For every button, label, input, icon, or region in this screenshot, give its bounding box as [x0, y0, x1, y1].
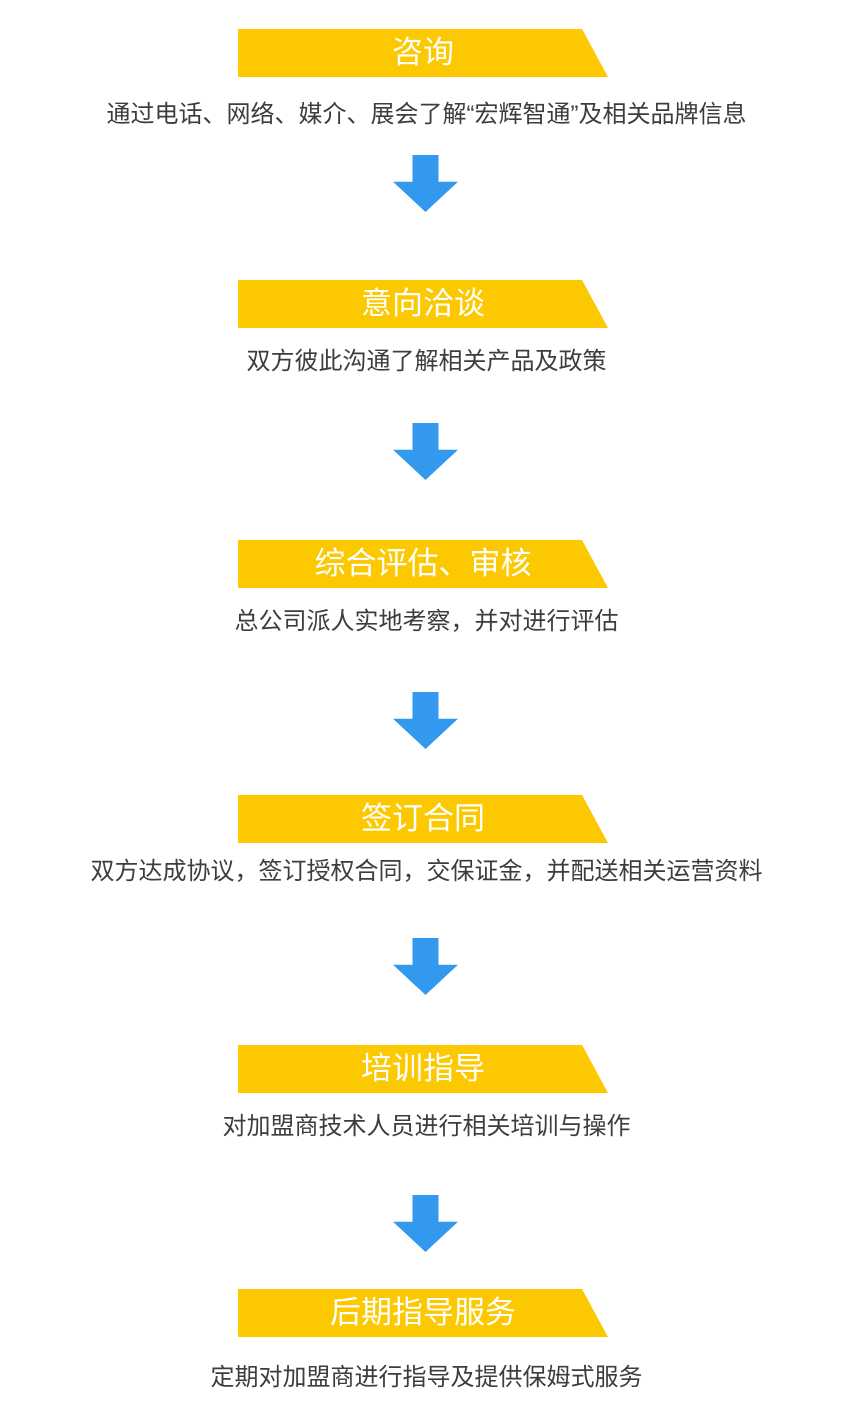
step-description: 总公司派人实地考察，并对进行评估	[234, 608, 619, 635]
down-arrow-icon	[393, 423, 458, 480]
step-title: 后期指导服务	[330, 1295, 516, 1330]
down-arrow-icon	[393, 692, 458, 749]
down-arrow-icon	[393, 155, 458, 212]
step-title: 培训指导	[361, 1051, 485, 1086]
step-title: 综合评估、审核	[314, 546, 532, 581]
step-title: 签订合同	[361, 801, 485, 836]
step-description: 通过电话、网络、媒介、展会了解“宏辉智通”及相关品牌信息	[106, 101, 747, 128]
step-banner: 签订合同	[238, 795, 608, 843]
step-description: 对加盟商技术人员进行相关培训与操作	[222, 1113, 631, 1140]
down-arrow-icon	[393, 1195, 458, 1252]
step-banner: 培训指导	[238, 1045, 608, 1093]
step-banner: 综合评估、审核	[238, 540, 608, 588]
step-title: 咨询	[392, 35, 454, 70]
step-banner: 咨询	[238, 29, 608, 77]
step-title: 意向洽谈	[361, 286, 485, 321]
step-banner: 意向洽谈	[238, 280, 608, 328]
step-description: 双方达成协议，签订授权合同，交保证金，并配送相关运营资料	[90, 858, 763, 885]
down-arrow-icon	[393, 938, 458, 995]
step-description: 定期对加盟商进行指导及提供保姆式服务	[210, 1364, 643, 1391]
step-banner: 后期指导服务	[238, 1289, 608, 1337]
step-description: 双方彼此沟通了解相关产品及政策	[246, 348, 607, 375]
